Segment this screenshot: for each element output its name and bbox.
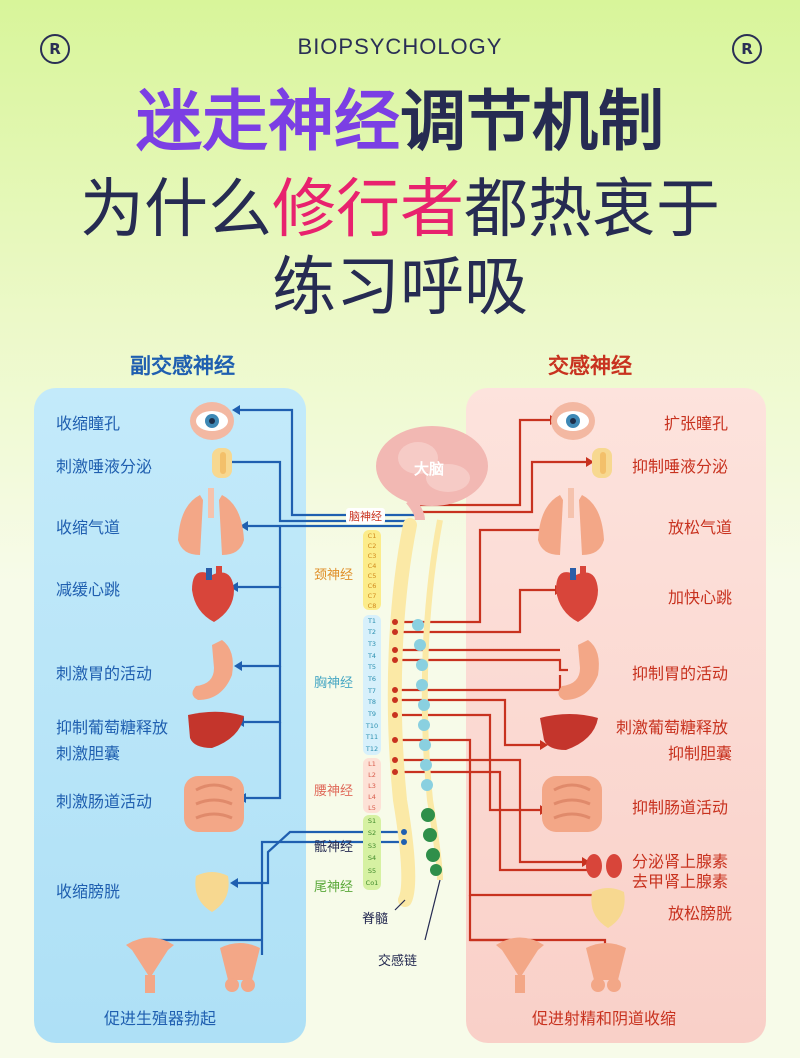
liver-icon (540, 714, 598, 750)
spinal-segment-l2: L2 (363, 771, 381, 779)
sym-label-inhibit-intestine: 抑制肠道活动 (632, 794, 728, 818)
spinal-segment-t6: T6 (363, 675, 381, 683)
salivary-gland-icon (212, 448, 232, 478)
sym-label-relax-bladder: 放松膀胱 (668, 900, 732, 924)
coccygeal-label: 尾神经 (314, 876, 353, 895)
sym-label-noradrenaline: 去甲肾上腺素 (632, 868, 728, 892)
spinal-segment-l1: L1 (363, 760, 381, 768)
sym-label-inhibit-stomach: 抑制胃的活动 (632, 660, 728, 684)
eye-icon (190, 402, 234, 440)
spinal-segment-s5: S5 (363, 867, 381, 875)
sym-label-dilate-pupil: 扩张瞳孔 (664, 410, 728, 434)
para-label-constrict-pupil: 收缩瞳孔 (56, 410, 120, 434)
sym-label-inhibit-gallbladder: 抑制胆囊 (668, 740, 732, 764)
brain-label: 大脑 (414, 458, 444, 479)
spinal-segment-t8: T8 (363, 698, 381, 706)
spinal-segment-l3: L3 (363, 782, 381, 790)
kidney-icon (586, 854, 622, 878)
para-label-inhibit-glucose: 抑制葡萄糖释放 (56, 714, 168, 738)
spinal-segment-c5: C5 (363, 572, 381, 580)
cervical-label: 颈神经 (314, 564, 353, 583)
spinal-cord-label: 脊髓 (362, 908, 388, 927)
spinal-segment-s2: S2 (363, 829, 381, 837)
spinal-segment-s4: S4 (363, 854, 381, 862)
lumbar-label: 腰神经 (314, 780, 353, 799)
spinal-segment-t3: T3 (363, 640, 381, 648)
spinal-segment-t4: T4 (363, 652, 381, 660)
eye-icon (551, 402, 595, 440)
spinal-segment-c4: C4 (363, 562, 381, 570)
female-reproductive-icon (496, 938, 544, 994)
spinal-segment-c2: C2 (363, 542, 381, 550)
spinal-segment-c3: C3 (363, 552, 381, 560)
para-label-stimulate-intestine: 刺激肠道活动 (56, 788, 152, 812)
intestine-icon (184, 776, 244, 832)
intestine-icon (542, 776, 602, 832)
female-reproductive-icon (126, 938, 174, 994)
para-label-constrict-bladder: 收缩膀胱 (56, 878, 120, 902)
spinal-segment-t12: T12 (363, 745, 381, 753)
heart-icon (192, 566, 234, 622)
para-label-stimulate-stomach: 刺激胃的活动 (56, 660, 152, 684)
spinal-segment-c8: C8 (363, 602, 381, 610)
thoracic-label: 胸神经 (314, 672, 353, 691)
spinal-segment-t7: T7 (363, 687, 381, 695)
sym-label-inhibit-saliva: 抑制唾液分泌 (632, 453, 728, 477)
sacral-label: 骶神经 (314, 836, 353, 855)
spinal-segment-t2: T2 (363, 628, 381, 636)
spinal-segment-t5: T5 (363, 663, 381, 671)
spinal-segment-t9: T9 (363, 710, 381, 718)
para-label-constrict-airway: 收缩气道 (56, 514, 120, 538)
bladder-icon (591, 888, 624, 928)
spinal-segment-s1: S1 (363, 817, 381, 825)
spinal-segment-c6: C6 (363, 582, 381, 590)
para-label-stimulate-gallbladder: 刺激胆囊 (56, 740, 120, 764)
male-reproductive-icon (586, 943, 626, 992)
heart-icon (556, 566, 598, 622)
sym-label-accelerate-heart: 加快心跳 (668, 584, 732, 608)
spinal-segment-t10: T10 (363, 722, 381, 730)
male-reproductive-icon (220, 943, 260, 992)
spinal-segment-l5: L5 (363, 804, 381, 812)
para-label-erection: 促进生殖器勃起 (104, 1005, 216, 1029)
spinal-segment-t11: T11 (363, 733, 381, 741)
liver-icon (188, 712, 244, 748)
spinal-segment-c7: C7 (363, 592, 381, 600)
cranial-nerve-label: 脑神经 (346, 508, 385, 524)
lungs-icon (178, 488, 244, 555)
spinal-segment-co1: Co1 (363, 879, 381, 887)
para-label-slow-heart: 减缓心跳 (56, 576, 120, 600)
spinal-segment-t1: T1 (363, 617, 381, 625)
spinal-segment-l4: L4 (363, 793, 381, 801)
stomach-icon (192, 640, 232, 700)
salivary-gland-icon (592, 448, 612, 478)
bladder-icon (195, 872, 228, 912)
sym-label-stimulate-glucose: 刺激葡萄糖释放 (616, 714, 728, 738)
para-label-stimulate-saliva: 刺激唾液分泌 (56, 453, 152, 477)
sym-label-relax-airway: 放松气道 (668, 514, 732, 538)
sym-label-ejaculation: 促进射精和阴道收缩 (532, 1005, 676, 1029)
spinal-segment-s3: S3 (363, 842, 381, 850)
sympathetic-chain-label: 交感链 (378, 950, 417, 969)
spinal-segment-c1: C1 (363, 532, 381, 540)
lungs-icon (538, 488, 604, 555)
